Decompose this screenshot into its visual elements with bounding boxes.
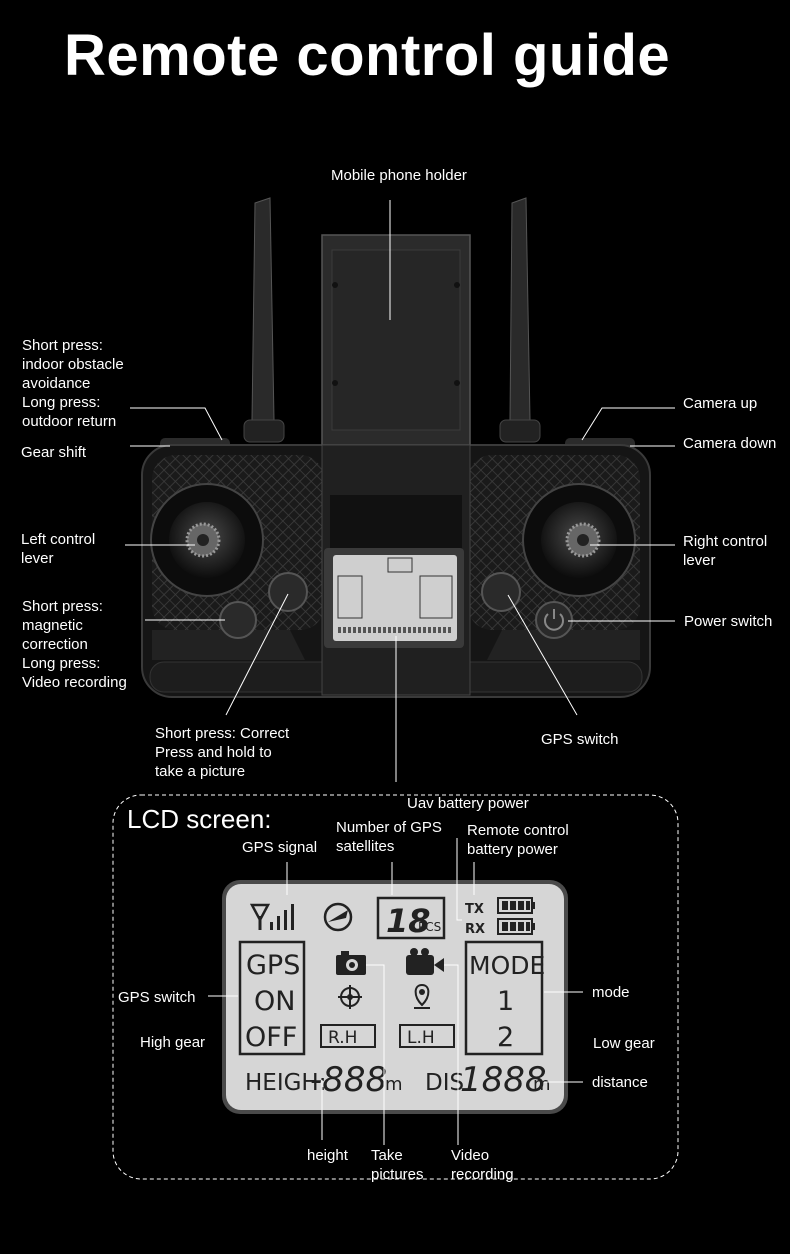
magnetic-button	[219, 601, 257, 639]
gps-on: ON	[254, 986, 295, 1017]
label-right-lever: Right control lever	[683, 533, 768, 569]
height-label: HEIGH:	[245, 1070, 326, 1096]
tx-label: TX	[465, 902, 484, 917]
lcd-callout-lines	[208, 838, 583, 1145]
satellite-count: 18	[386, 902, 431, 940]
lh-label: L.H	[407, 1028, 435, 1048]
video-camera-icon	[406, 948, 444, 975]
label-camera-down: Camera down	[683, 435, 777, 452]
signal-icon	[249, 903, 294, 930]
height-value: -888	[310, 1060, 387, 1100]
battery-icon	[497, 897, 535, 935]
label-gear-shift: Gear shift	[21, 444, 87, 461]
power-button	[535, 601, 573, 639]
right-joystick	[522, 483, 636, 597]
label-take-pictures: Take pictures	[371, 1147, 424, 1183]
satellite-count-box	[376, 896, 446, 940]
location-pin-icon	[414, 983, 430, 1009]
label-low-gear: Low gear	[593, 1035, 655, 1052]
lcd-screen: 18 PCS TX RX GPS ON OFF	[222, 880, 568, 1114]
left-antenna	[243, 197, 285, 443]
label-gps-satellites: Number of GPS satellites	[336, 819, 442, 855]
gps-off: OFF	[245, 1022, 297, 1053]
mode-box	[464, 940, 544, 1056]
distance-value: 1888	[460, 1060, 547, 1100]
label-magnetic-correction: Short press: magnetic correction Long pr…	[22, 598, 127, 691]
rh-box	[320, 1024, 376, 1048]
label-distance: distance	[592, 1074, 648, 1091]
label-obstacle-return: Short press: indoor obstacle avoidance L…	[22, 337, 124, 430]
rx-label: RX	[465, 922, 485, 937]
photo-button	[268, 572, 308, 612]
rh-label: R.H	[328, 1028, 357, 1048]
satellite-unit: PCS	[418, 920, 441, 934]
callout-lines	[125, 200, 675, 782]
label-power-switch: Power switch	[684, 613, 773, 630]
gps-word: GPS	[246, 950, 300, 981]
label-height: height	[307, 1147, 348, 1164]
label-high-gear: High gear	[140, 1034, 206, 1051]
mode-2: 2	[497, 1022, 514, 1053]
label-gps-switch: GPS switch	[541, 731, 619, 748]
satellite-icon	[323, 902, 353, 932]
distance-unit: m	[533, 1074, 551, 1095]
lcd-heading: LCD screen:	[127, 804, 272, 834]
left-joystick	[150, 483, 264, 597]
right-antenna	[499, 197, 541, 443]
label-uav-battery: Uav battery power	[407, 795, 529, 812]
label-phone-holder: Mobile phone holder	[331, 167, 467, 184]
label-lcd-gps-switch: GPS switch	[118, 989, 196, 1006]
label-photo-button: Short press: Correct Press and hold to t…	[155, 725, 290, 780]
label-gps-signal: GPS signal	[242, 839, 318, 856]
mode-word: MODE	[469, 951, 545, 980]
remote-controller	[141, 197, 651, 698]
height-unit: m	[385, 1074, 403, 1095]
compass-icon	[338, 985, 362, 1009]
label-mode: mode	[592, 984, 630, 1001]
label-video-recording: Video recording	[451, 1147, 514, 1183]
lh-box	[399, 1024, 455, 1048]
label-camera-up: Camera up	[683, 395, 758, 412]
lcd-callout-box	[112, 794, 679, 1180]
label-left-lever: Left control lever	[21, 531, 96, 567]
mode-1: 1	[497, 986, 514, 1017]
gps-status-box	[238, 940, 306, 1056]
gps-button	[481, 572, 521, 612]
camera-icon	[336, 951, 366, 975]
label-rc-battery: Remote control battery power	[467, 822, 569, 858]
page-title: Remote control guide	[64, 23, 671, 88]
controller-lcd	[324, 548, 464, 648]
